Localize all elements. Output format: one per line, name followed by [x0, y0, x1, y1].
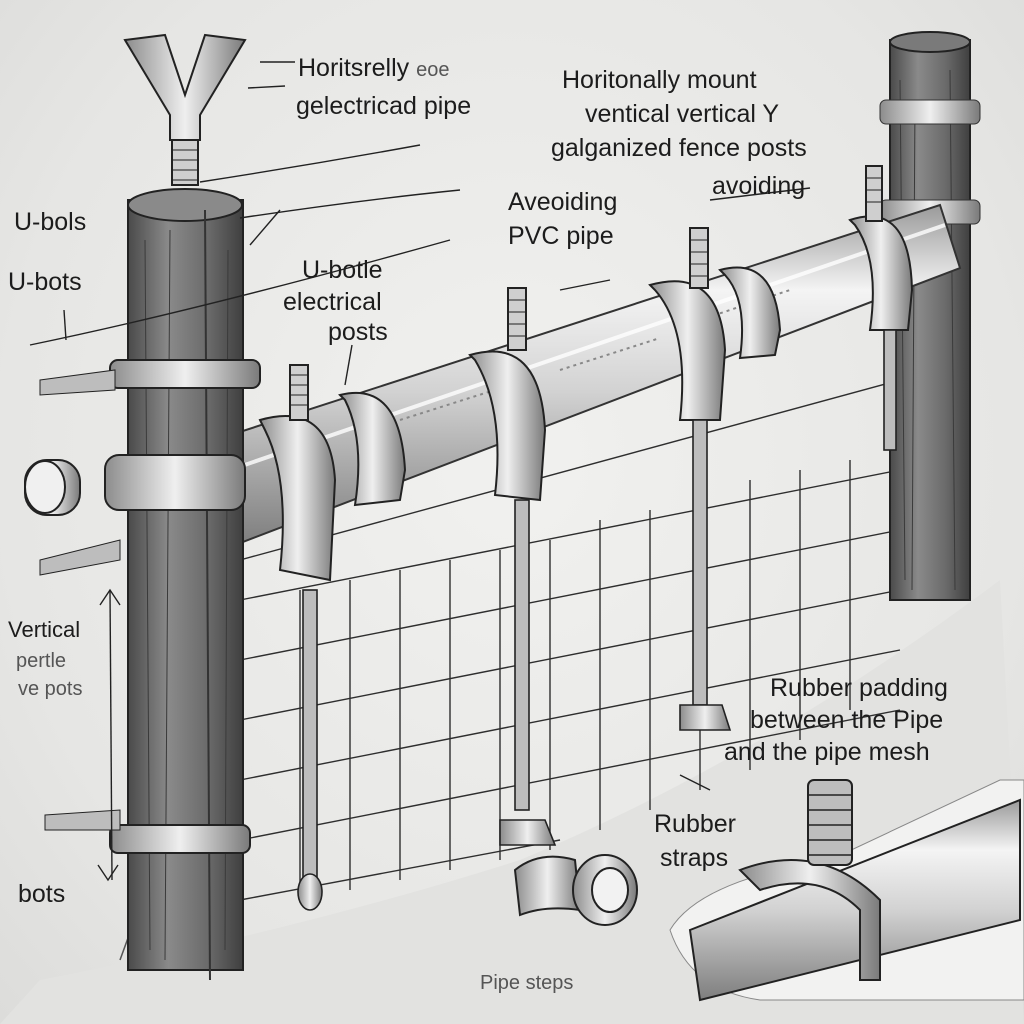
y-bolt-icon: [123, 33, 247, 186]
label-galvanized-posts: galganized fence posts: [551, 134, 807, 162]
label-rubber-padding-1: Rubber padding: [770, 674, 948, 702]
label-vertical-1: Vertical: [8, 617, 81, 642]
detail-inset: [669, 779, 1024, 1002]
label-avoiding-right: avoiding: [712, 172, 806, 200]
label-pipe-straps: Pipe steps: [480, 972, 574, 994]
callout-lines: [29, 61, 811, 882]
hanging-rods: [297, 329, 897, 911]
label-u-bolts-2: U-bots: [8, 268, 82, 296]
label-u-bottle-2: electrical: [283, 288, 382, 316]
rubber-straps-icon: [513, 854, 638, 926]
wire-mesh: [239, 379, 901, 901]
label-avoiding-pvc-1: Aveoiding: [508, 188, 618, 216]
pipe-cap-icon: [24, 459, 81, 516]
label-rubber-padding-3: and the pipe mesh: [724, 738, 930, 766]
label-vertical-3: ve pots: [18, 678, 83, 700]
label-vertical-y: ventical vertical Y: [585, 100, 780, 128]
label-horizontally: Horitsrelly eoe: [298, 54, 450, 82]
pipe-clamps: [258, 165, 914, 582]
label-bots: bots: [18, 880, 66, 908]
label-vertical-2: pertle: [16, 650, 67, 672]
label-rubber-straps-1: Rubber: [654, 810, 736, 838]
label-electrical-pipe: gelectricad pipe: [296, 92, 472, 120]
label-u-bottle-3: posts: [328, 318, 388, 346]
label-u-bolts-1: U-bols: [14, 208, 87, 236]
label-u-bottle-1: U-botle: [302, 256, 383, 284]
label-avoiding-pvc-2: PVC pipe: [508, 222, 614, 250]
label-horizontally-mount: Horitonally mount: [562, 66, 757, 94]
label-rubber-straps-2: straps: [660, 844, 729, 872]
left-post: [39, 188, 261, 981]
label-rubber-padding-2: between the Pipe: [750, 706, 944, 734]
